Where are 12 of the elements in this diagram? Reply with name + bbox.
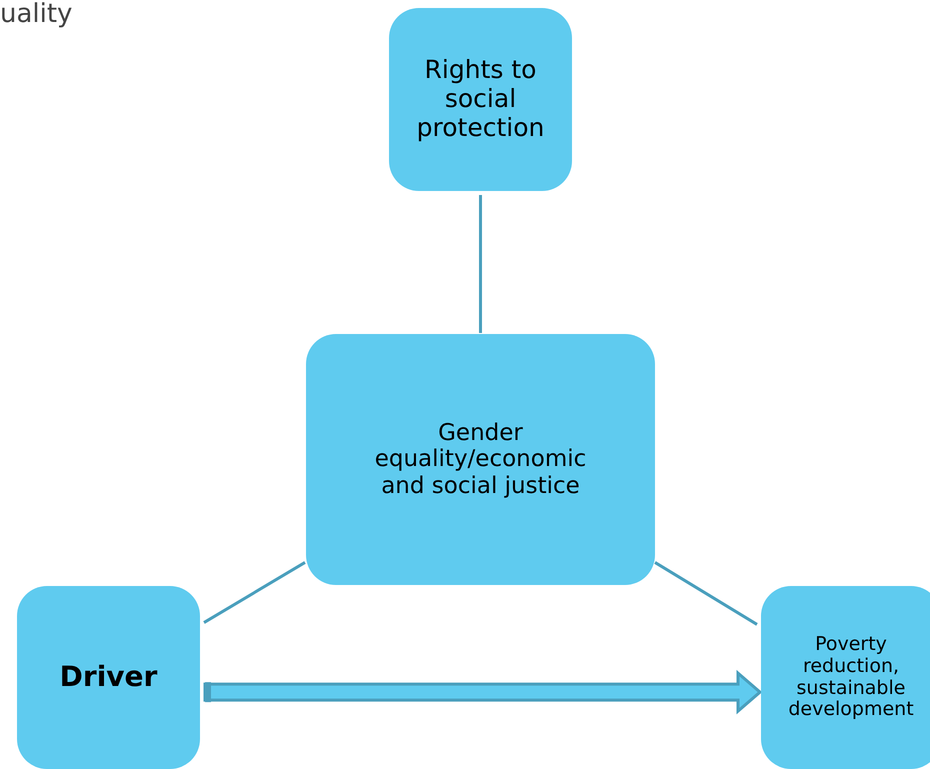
box-label: Driver xyxy=(60,661,158,694)
rounded-box xyxy=(306,334,655,585)
rounded-box xyxy=(17,586,200,769)
title-fragment: uality xyxy=(0,0,72,29)
box-label: Gender equality/economic and social justice xyxy=(374,420,588,500)
box-label: Poverty reduction, sustainable development xyxy=(787,634,915,722)
box-label: Rights to social protection xyxy=(416,56,546,143)
rounded-box xyxy=(761,586,930,769)
rounded-box xyxy=(389,8,572,191)
connector-line xyxy=(654,561,758,626)
connector-line xyxy=(479,195,482,333)
connector-line xyxy=(203,561,306,624)
